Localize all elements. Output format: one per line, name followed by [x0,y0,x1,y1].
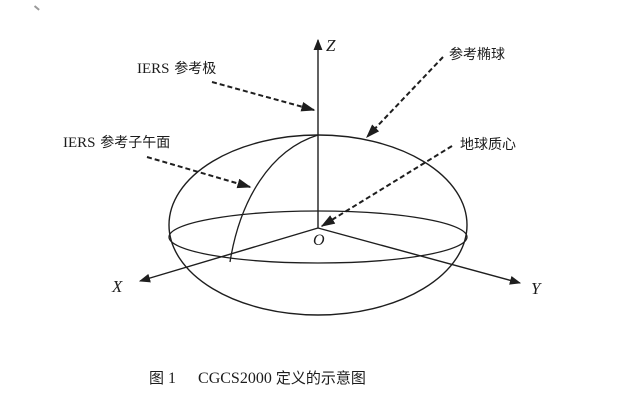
label-iers-meridian: IERS 参考子午面 [63,132,170,152]
label-iers-pole-cjk: 参考极 [174,61,217,77]
label-reference-ellipsoid-cjk: 参考椭球 [449,47,505,63]
label-geocenter-cjk: 地球质心 [460,137,516,153]
caption-description: 定义的示意图 [275,369,366,387]
caption-code: CGCS2000 [198,370,272,387]
leader-ellipsoid [366,56,444,139]
meridian-curve [229,134,319,263]
leader-iers-pole [211,81,316,112]
label-geocenter: 地球质心 [460,134,516,154]
x-axis [138,227,319,283]
caption-fig-word: 图 [149,369,165,387]
y-axis-label: Y [531,279,541,298]
label-reference-ellipsoid: 参考椭球 [449,44,505,64]
leader-geocenter [320,145,453,227]
label-iers-meridian-cjk: 参考子午面 [100,135,171,151]
label-iers-pole: IERS 参考极 [137,58,216,78]
caption-fig-number: 1 [168,370,177,387]
origin-label: O [313,232,325,249]
leader-iers-meridian [146,156,252,189]
label-iers-pole-latin: IERS [137,61,170,77]
z-axis-label: Z [326,36,336,55]
x-axis-label: X [112,277,123,296]
label-iers-meridian-latin: IERS [63,135,96,151]
y-axis [317,227,522,285]
